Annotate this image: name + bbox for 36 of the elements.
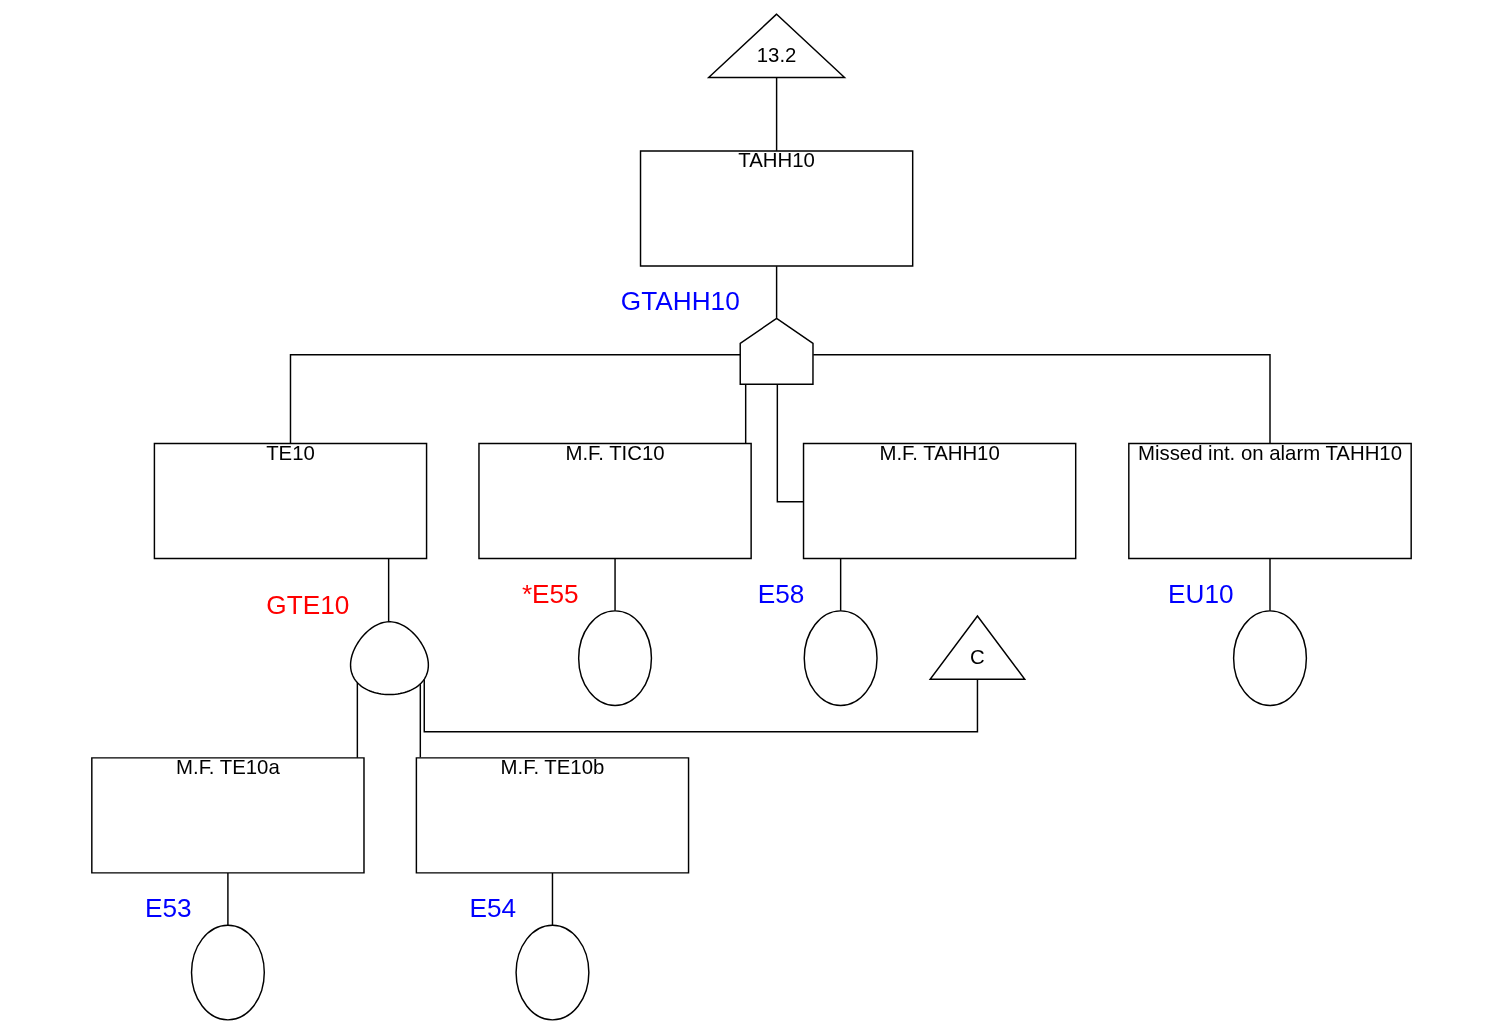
node-gate xyxy=(349,621,429,696)
node-box: M.F. TE10b xyxy=(415,757,689,874)
node-box: Missed int. on alarm TAHH10 xyxy=(1127,442,1412,560)
node-box: M.F. TAHH10 xyxy=(802,442,1076,560)
connector xyxy=(1268,557,1271,612)
node-circle xyxy=(803,610,878,707)
node-label: EU10 xyxy=(1167,578,1234,609)
node-label: GTE10 xyxy=(265,589,349,620)
connector xyxy=(551,872,553,926)
node-box: TAHH10 xyxy=(639,150,913,267)
connector xyxy=(775,76,777,152)
node-circle xyxy=(577,610,652,707)
node-gate xyxy=(739,317,814,385)
connector xyxy=(775,265,777,319)
node-circle xyxy=(1232,610,1307,707)
connector xyxy=(226,872,229,926)
node-circle xyxy=(190,924,265,1021)
node-label: E58 xyxy=(757,578,804,609)
node-box: TE10 xyxy=(153,442,427,560)
connector xyxy=(744,383,746,444)
connector xyxy=(419,683,421,759)
node-box: M.F. TE10a xyxy=(90,757,365,874)
connector xyxy=(776,383,804,503)
node-label: E53 xyxy=(144,893,192,924)
node-label: GTAHH10 xyxy=(620,286,740,317)
connector xyxy=(289,354,741,444)
node-label: *E55 xyxy=(521,578,579,609)
connector xyxy=(812,354,1271,444)
node-box: M.F. TIC10 xyxy=(477,442,752,560)
node-circle xyxy=(514,924,590,1021)
connector xyxy=(613,557,616,612)
connector xyxy=(423,678,978,733)
node-label: E54 xyxy=(469,893,516,924)
connector xyxy=(356,682,358,759)
connector xyxy=(387,557,389,623)
connector xyxy=(839,557,841,612)
